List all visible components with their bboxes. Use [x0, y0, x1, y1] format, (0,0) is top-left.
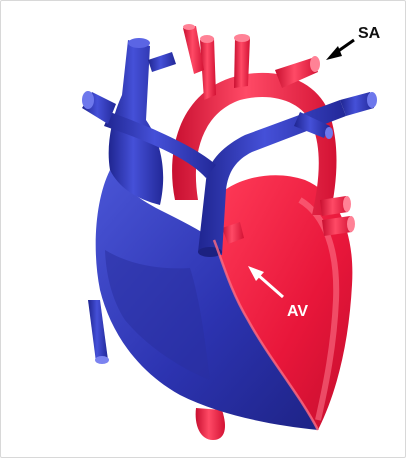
av-node-label: AV [287, 304, 308, 320]
sa-pointer-arrow [326, 40, 354, 60]
inferior-vena-cava [88, 300, 109, 364]
descending-aorta [196, 408, 225, 440]
sa-node-label: SA [358, 26, 380, 42]
